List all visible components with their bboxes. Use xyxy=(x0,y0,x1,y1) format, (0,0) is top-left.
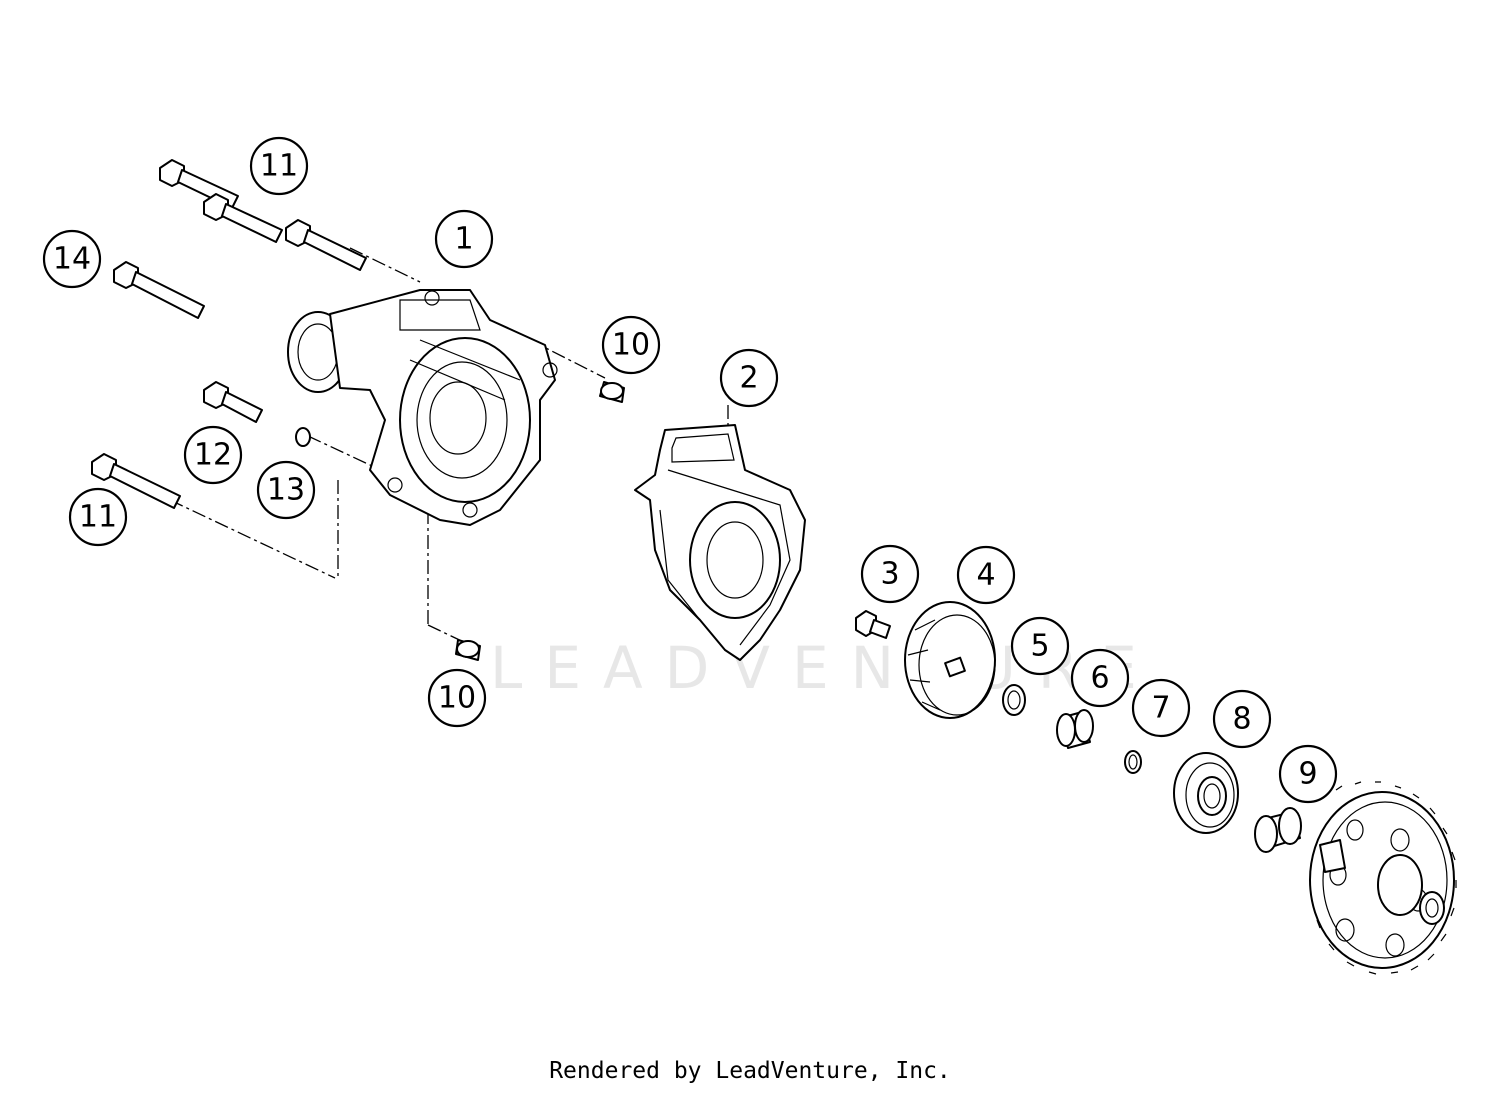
bolt-11-lower xyxy=(91,453,181,509)
svg-text:12: 12 xyxy=(194,438,232,473)
callout-2: 2 xyxy=(719,348,779,408)
svg-text:9: 9 xyxy=(1298,757,1317,792)
callout-13: 13 xyxy=(256,460,316,520)
dowel-10-upper xyxy=(599,381,625,403)
svg-text:10: 10 xyxy=(612,328,650,363)
callout-12: 12 xyxy=(183,425,243,485)
dowel-10-lower xyxy=(455,639,481,661)
svg-text:10: 10 xyxy=(438,681,476,716)
callout-6: 6 xyxy=(1070,648,1130,708)
callout-5: 5 xyxy=(1010,616,1070,676)
callout-10-lower: 10 xyxy=(427,668,487,728)
callout-11-upper: 11 xyxy=(249,136,309,196)
callout-4: 4 xyxy=(956,545,1016,605)
svg-text:2: 2 xyxy=(739,361,758,396)
svg-text:5: 5 xyxy=(1030,629,1049,664)
svg-text:7: 7 xyxy=(1151,691,1170,726)
bolt-11-upper xyxy=(159,159,367,271)
callout-9: 9 xyxy=(1278,744,1338,804)
callout-11-lower: 11 xyxy=(68,487,128,547)
bolt-14 xyxy=(113,261,205,319)
callout-3: 3 xyxy=(860,544,920,604)
svg-text:13: 13 xyxy=(267,473,305,508)
callout-10-upper: 10 xyxy=(601,315,661,375)
gasket xyxy=(634,424,806,661)
water-pump-housing xyxy=(287,289,558,526)
callout-1: 1 xyxy=(434,209,494,269)
svg-text:8: 8 xyxy=(1232,702,1251,737)
callout-8: 8 xyxy=(1212,689,1272,749)
impeller xyxy=(904,601,996,719)
svg-text:4: 4 xyxy=(976,558,995,593)
shim-washer xyxy=(1002,684,1026,716)
bolt-12 xyxy=(203,381,263,423)
svg-text:3: 3 xyxy=(880,557,899,592)
washer-13 xyxy=(295,427,311,447)
svg-text:11: 11 xyxy=(79,500,117,535)
svg-text:14: 14 xyxy=(53,242,91,277)
shaft-seal xyxy=(1173,752,1239,834)
spacer-ring xyxy=(1254,807,1302,853)
footer-credit: Rendered by LeadVenture, Inc. xyxy=(549,1058,951,1084)
callout-14: 14 xyxy=(42,229,102,289)
svg-text:6: 6 xyxy=(1090,661,1109,696)
o-ring xyxy=(1124,750,1142,774)
drive-gear xyxy=(1309,781,1457,975)
svg-text:11: 11 xyxy=(260,149,298,184)
callout-7: 7 xyxy=(1131,678,1191,738)
sleeve xyxy=(1056,709,1094,749)
svg-text:1: 1 xyxy=(454,222,473,257)
impeller-bolt xyxy=(855,610,891,639)
